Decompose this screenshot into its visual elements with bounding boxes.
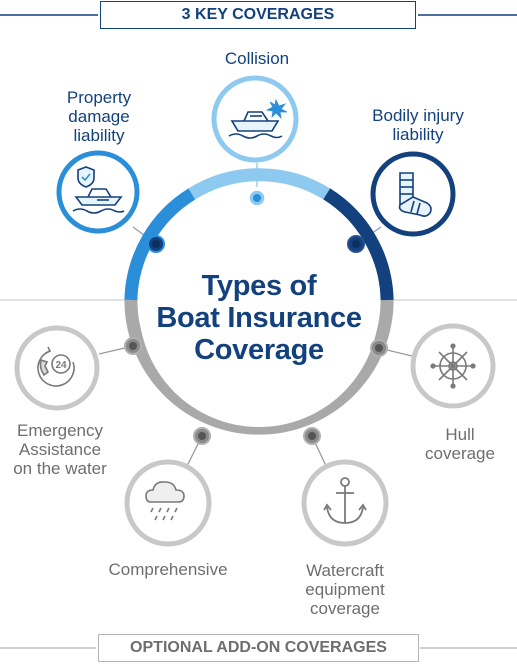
hull-node — [410, 323, 496, 409]
center-title-line2: Boat Insurance — [156, 302, 362, 334]
ring-segment-mid-blue — [124, 188, 196, 301]
key-coverages-banner: 3 KEY COVERAGES — [100, 1, 416, 29]
collision-label: Collision — [224, 49, 290, 68]
ring-segment-navy — [323, 188, 394, 301]
hull-label: Hull coverage — [425, 425, 495, 463]
emergency-node: 24 — [14, 325, 100, 411]
bodily-injury-node — [370, 151, 456, 237]
optional-coverages-banner: OPTIONAL ADD-ON COVERAGES — [98, 634, 419, 662]
ring-segment-gray — [124, 299, 394, 435]
bandaged-arm-icon — [398, 172, 432, 217]
boat-collision-icon — [228, 98, 288, 139]
coverage-ring — [124, 168, 394, 435]
ring-segment-light-blue — [188, 168, 331, 200]
ship-wheel-icon — [430, 343, 476, 389]
bodily-injury-label: Bodily injury liability — [372, 106, 464, 144]
watercraft-label: Watercraft equipment coverage — [305, 561, 385, 618]
optional-coverages-label: OPTIONAL ADD-ON COVERAGES — [130, 639, 387, 656]
center-title: Types of Boat Insurance Coverage — [128, 270, 390, 366]
svg-text:24: 24 — [55, 360, 67, 371]
emergency-label: Emergency Assistance on the water — [13, 421, 107, 478]
center-title-line1: Types of — [201, 270, 317, 302]
storm-cloud-icon — [145, 481, 185, 521]
property-damage-label: Property damage liability — [66, 88, 132, 145]
boat-shield-icon — [72, 166, 125, 214]
center-title-line3: Coverage — [194, 334, 324, 366]
comprehensive-label: Comprehensive — [108, 560, 228, 579]
collision-node — [211, 75, 299, 163]
24-hour-phone-icon: 24 — [37, 346, 75, 387]
anchor-icon — [323, 477, 367, 524]
watercraft-node — [301, 459, 389, 547]
comprehensive-node — [124, 459, 212, 547]
ring-inner-fill — [139, 187, 379, 427]
key-coverages-label: 3 KEY COVERAGES — [181, 6, 335, 23]
property-damage-node — [56, 150, 140, 234]
ring-nodes — [124, 189, 388, 445]
